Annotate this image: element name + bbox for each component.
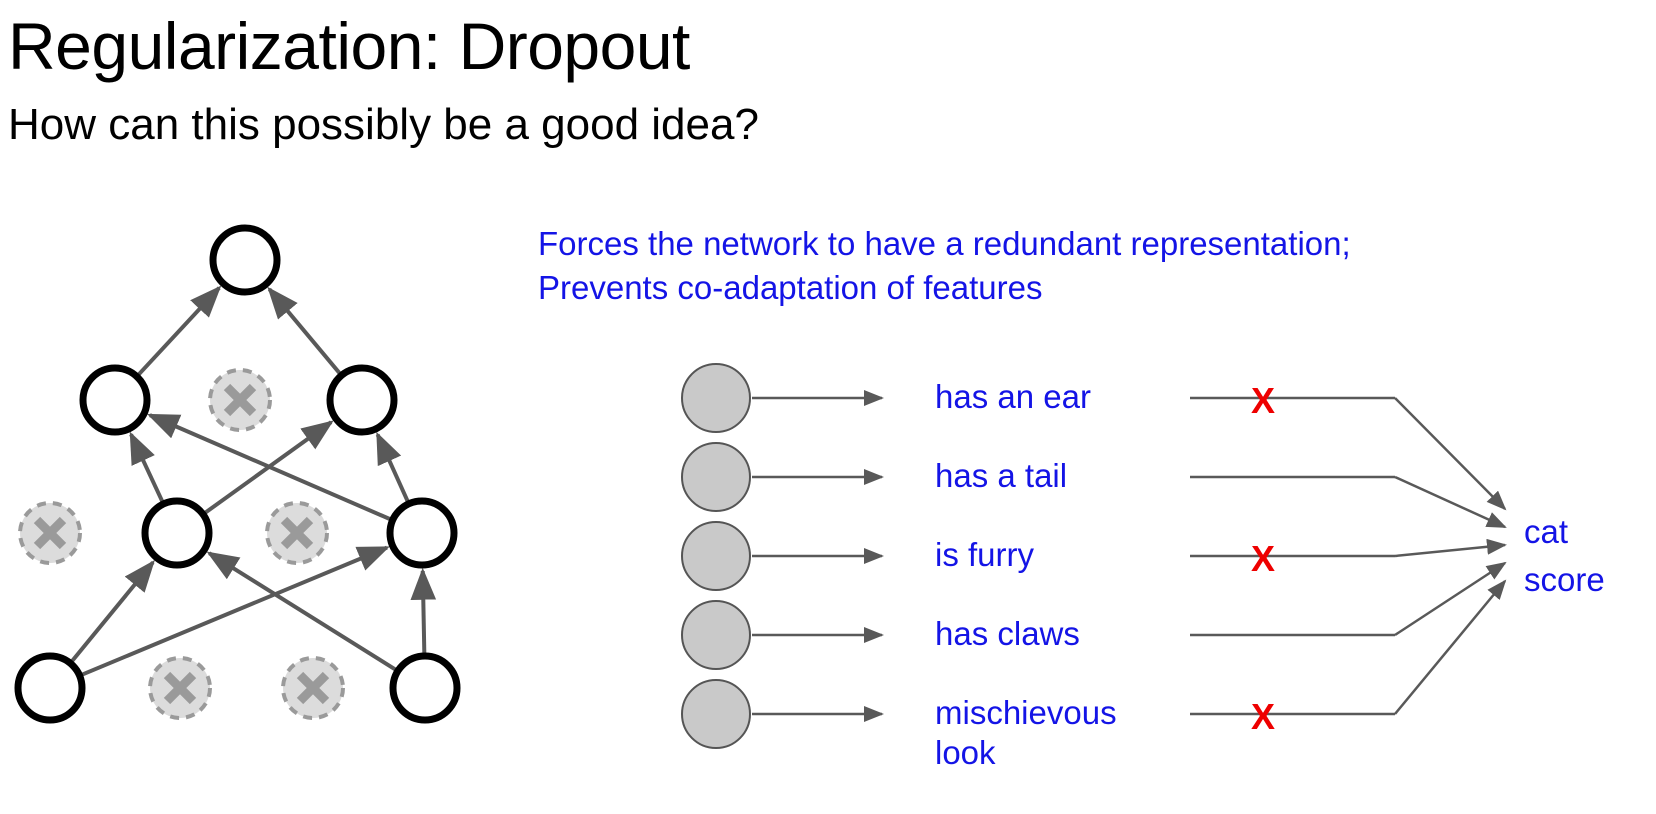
feature-output-converge bbox=[1394, 538, 1507, 558]
page-title: Regularization: Dropout bbox=[8, 9, 690, 83]
feature-detector-diagram bbox=[681, 363, 1507, 749]
network-edges bbox=[69, 285, 437, 678]
dropped-x-icon bbox=[223, 383, 257, 417]
network-edge bbox=[129, 431, 165, 504]
network-edge bbox=[79, 545, 390, 678]
feature-neuron[interactable] bbox=[681, 600, 751, 670]
dropped-feature-x-icon: X bbox=[1250, 538, 1276, 579]
network-nodes bbox=[14, 224, 461, 724]
dropped-feature-x-icon: X bbox=[1250, 380, 1276, 421]
page-subtitle: How can this possibly be a good idea? bbox=[8, 100, 759, 149]
dropped-x-icon bbox=[296, 671, 330, 705]
description-text: Forces the network to have a redundant r… bbox=[538, 222, 1351, 310]
network-node-active[interactable] bbox=[386, 497, 458, 569]
feature-neuron[interactable] bbox=[681, 679, 751, 749]
feature-label: has an ear bbox=[935, 378, 1091, 415]
description-line-2: Prevents co-adaptation of features bbox=[538, 269, 1043, 306]
dropout-network-diagram bbox=[14, 224, 461, 724]
dropped-x-icon bbox=[33, 516, 67, 550]
network-edge bbox=[375, 431, 411, 504]
dropped-x-icon bbox=[280, 516, 314, 550]
feature-output-converge bbox=[1394, 397, 1507, 511]
network-node-active[interactable] bbox=[79, 364, 151, 436]
feature-neuron[interactable] bbox=[681, 521, 751, 591]
feature-label: has a tail bbox=[935, 457, 1068, 494]
network-edge bbox=[206, 551, 399, 673]
network-node-active[interactable] bbox=[141, 497, 213, 569]
feature-label: is furry bbox=[935, 536, 1034, 573]
feature-neurons bbox=[681, 363, 751, 749]
network-node-active[interactable] bbox=[326, 364, 398, 436]
feature-label: mischievous look bbox=[935, 694, 1117, 771]
network-node-active[interactable] bbox=[389, 652, 461, 724]
feature-output-converge bbox=[1394, 579, 1507, 715]
description-line-1: Forces the network to have a redundant r… bbox=[538, 225, 1351, 262]
network-edge bbox=[135, 285, 222, 378]
feature-neuron[interactable] bbox=[681, 363, 751, 433]
network-edge bbox=[410, 567, 437, 656]
network-edge bbox=[69, 559, 155, 664]
dropped-x-icon bbox=[163, 671, 197, 705]
network-node-active[interactable] bbox=[14, 652, 86, 724]
cat-score-label: cat score bbox=[1524, 513, 1605, 598]
feature-label: has claws bbox=[935, 615, 1080, 652]
feature-arrows bbox=[752, 389, 885, 722]
network-edge bbox=[202, 420, 334, 516]
network-node-active[interactable] bbox=[209, 224, 281, 296]
feature-output-lines bbox=[1190, 396, 1507, 716]
feature-output-converge bbox=[1394, 475, 1507, 529]
feature-output-converge bbox=[1394, 561, 1507, 637]
dropped-feature-x-icon: X bbox=[1250, 696, 1276, 737]
network-edge bbox=[267, 286, 343, 376]
feature-neuron[interactable] bbox=[681, 442, 751, 512]
